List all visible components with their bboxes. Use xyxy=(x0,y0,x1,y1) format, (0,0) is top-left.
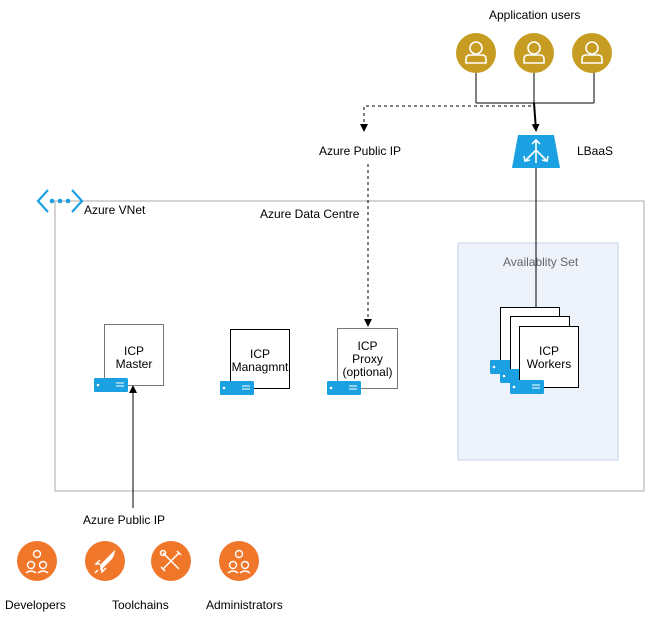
icp-workers-label-line1: ICP xyxy=(538,344,559,358)
icp-proxy-label-line2: Proxy xyxy=(352,352,383,366)
icp-management-label-line1: ICP xyxy=(249,347,270,361)
icp-master-label-line2: Master xyxy=(115,357,153,371)
tools-icon xyxy=(151,541,191,581)
icp-master-node[interactable]: ICP Master xyxy=(104,324,164,386)
user-icon xyxy=(572,33,612,73)
server-icon xyxy=(94,378,128,392)
server-icon xyxy=(220,381,254,395)
azure-public-ip-top-label: Azure Public IP xyxy=(319,144,402,158)
load-balancer-icon xyxy=(512,135,560,168)
application-users-label: Application users xyxy=(489,8,581,22)
icp-master-label-line1: ICP xyxy=(123,344,144,358)
developers-label: Developers xyxy=(5,598,66,612)
user-icon xyxy=(514,33,554,73)
server-icon xyxy=(510,380,544,394)
users-to-lbaas-connector xyxy=(475,72,595,132)
icp-proxy-node[interactable]: ICP Proxy (optional) xyxy=(337,328,398,389)
user-icon xyxy=(456,33,496,73)
icp-workers-label-line2: Workers xyxy=(526,357,572,371)
users-to-public-ip-dashed xyxy=(360,103,535,132)
azure-data-centre-label: Azure Data Centre xyxy=(260,207,360,221)
icp-proxy-label-line3: (optional) xyxy=(342,365,393,379)
lbaas-label: LBaaS xyxy=(577,144,614,158)
azure-vnet-label: Azure VNet xyxy=(84,203,146,217)
administrators-label: Administrators xyxy=(206,598,283,612)
toolchains-label: Toolchains xyxy=(112,598,169,612)
rocket-icon xyxy=(85,541,125,581)
group-icon xyxy=(17,541,57,581)
icp-proxy-label-line1: ICP xyxy=(357,339,378,353)
icp-workers-node[interactable]: ICP Workers xyxy=(519,326,579,388)
icp-management-node[interactable]: ICP Managmnt xyxy=(230,329,290,389)
vnet-icon xyxy=(36,189,84,213)
azure-public-ip-bottom-label: Azure Public IP xyxy=(83,513,166,527)
availability-set-label: Availablity Set xyxy=(503,255,579,269)
server-icon xyxy=(327,381,361,395)
icp-management-label-line2: Managmnt xyxy=(231,360,289,374)
group-icon xyxy=(219,541,259,581)
